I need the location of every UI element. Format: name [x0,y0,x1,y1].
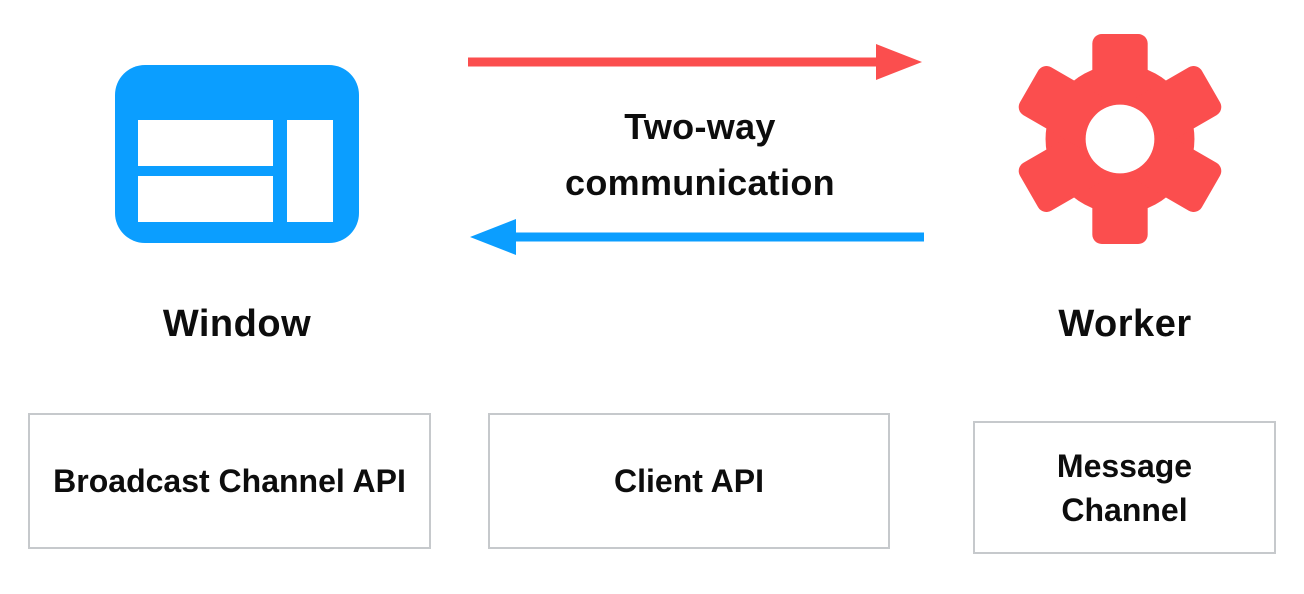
worker-node-label: Worker [1058,303,1192,345]
api-box-label: Message Channel [1056,447,1193,528]
client-api-box: Client API [488,413,890,549]
browser-window-icon [115,65,359,243]
window-to-worker-arrow-icon [468,44,922,80]
arrow-head [876,44,922,80]
broadcast-channel-api-box: Broadcast Channel API [28,413,431,549]
api-box-label: Broadcast Channel API [53,463,406,499]
gear-icon [1018,34,1222,244]
browser-window-pane-side [287,120,333,222]
arrow-head [470,219,516,255]
communication-label: Two-way communication [565,106,835,203]
browser-window-pane-bottom [138,176,273,222]
browser-window-pane-top [138,120,273,166]
message-channel-box: Message Channel [973,421,1276,554]
worker-to-window-arrow-icon [470,219,924,255]
gear-hole [1085,104,1155,174]
window-node-label: Window [162,303,312,345]
api-box-label: Client API [614,463,764,499]
